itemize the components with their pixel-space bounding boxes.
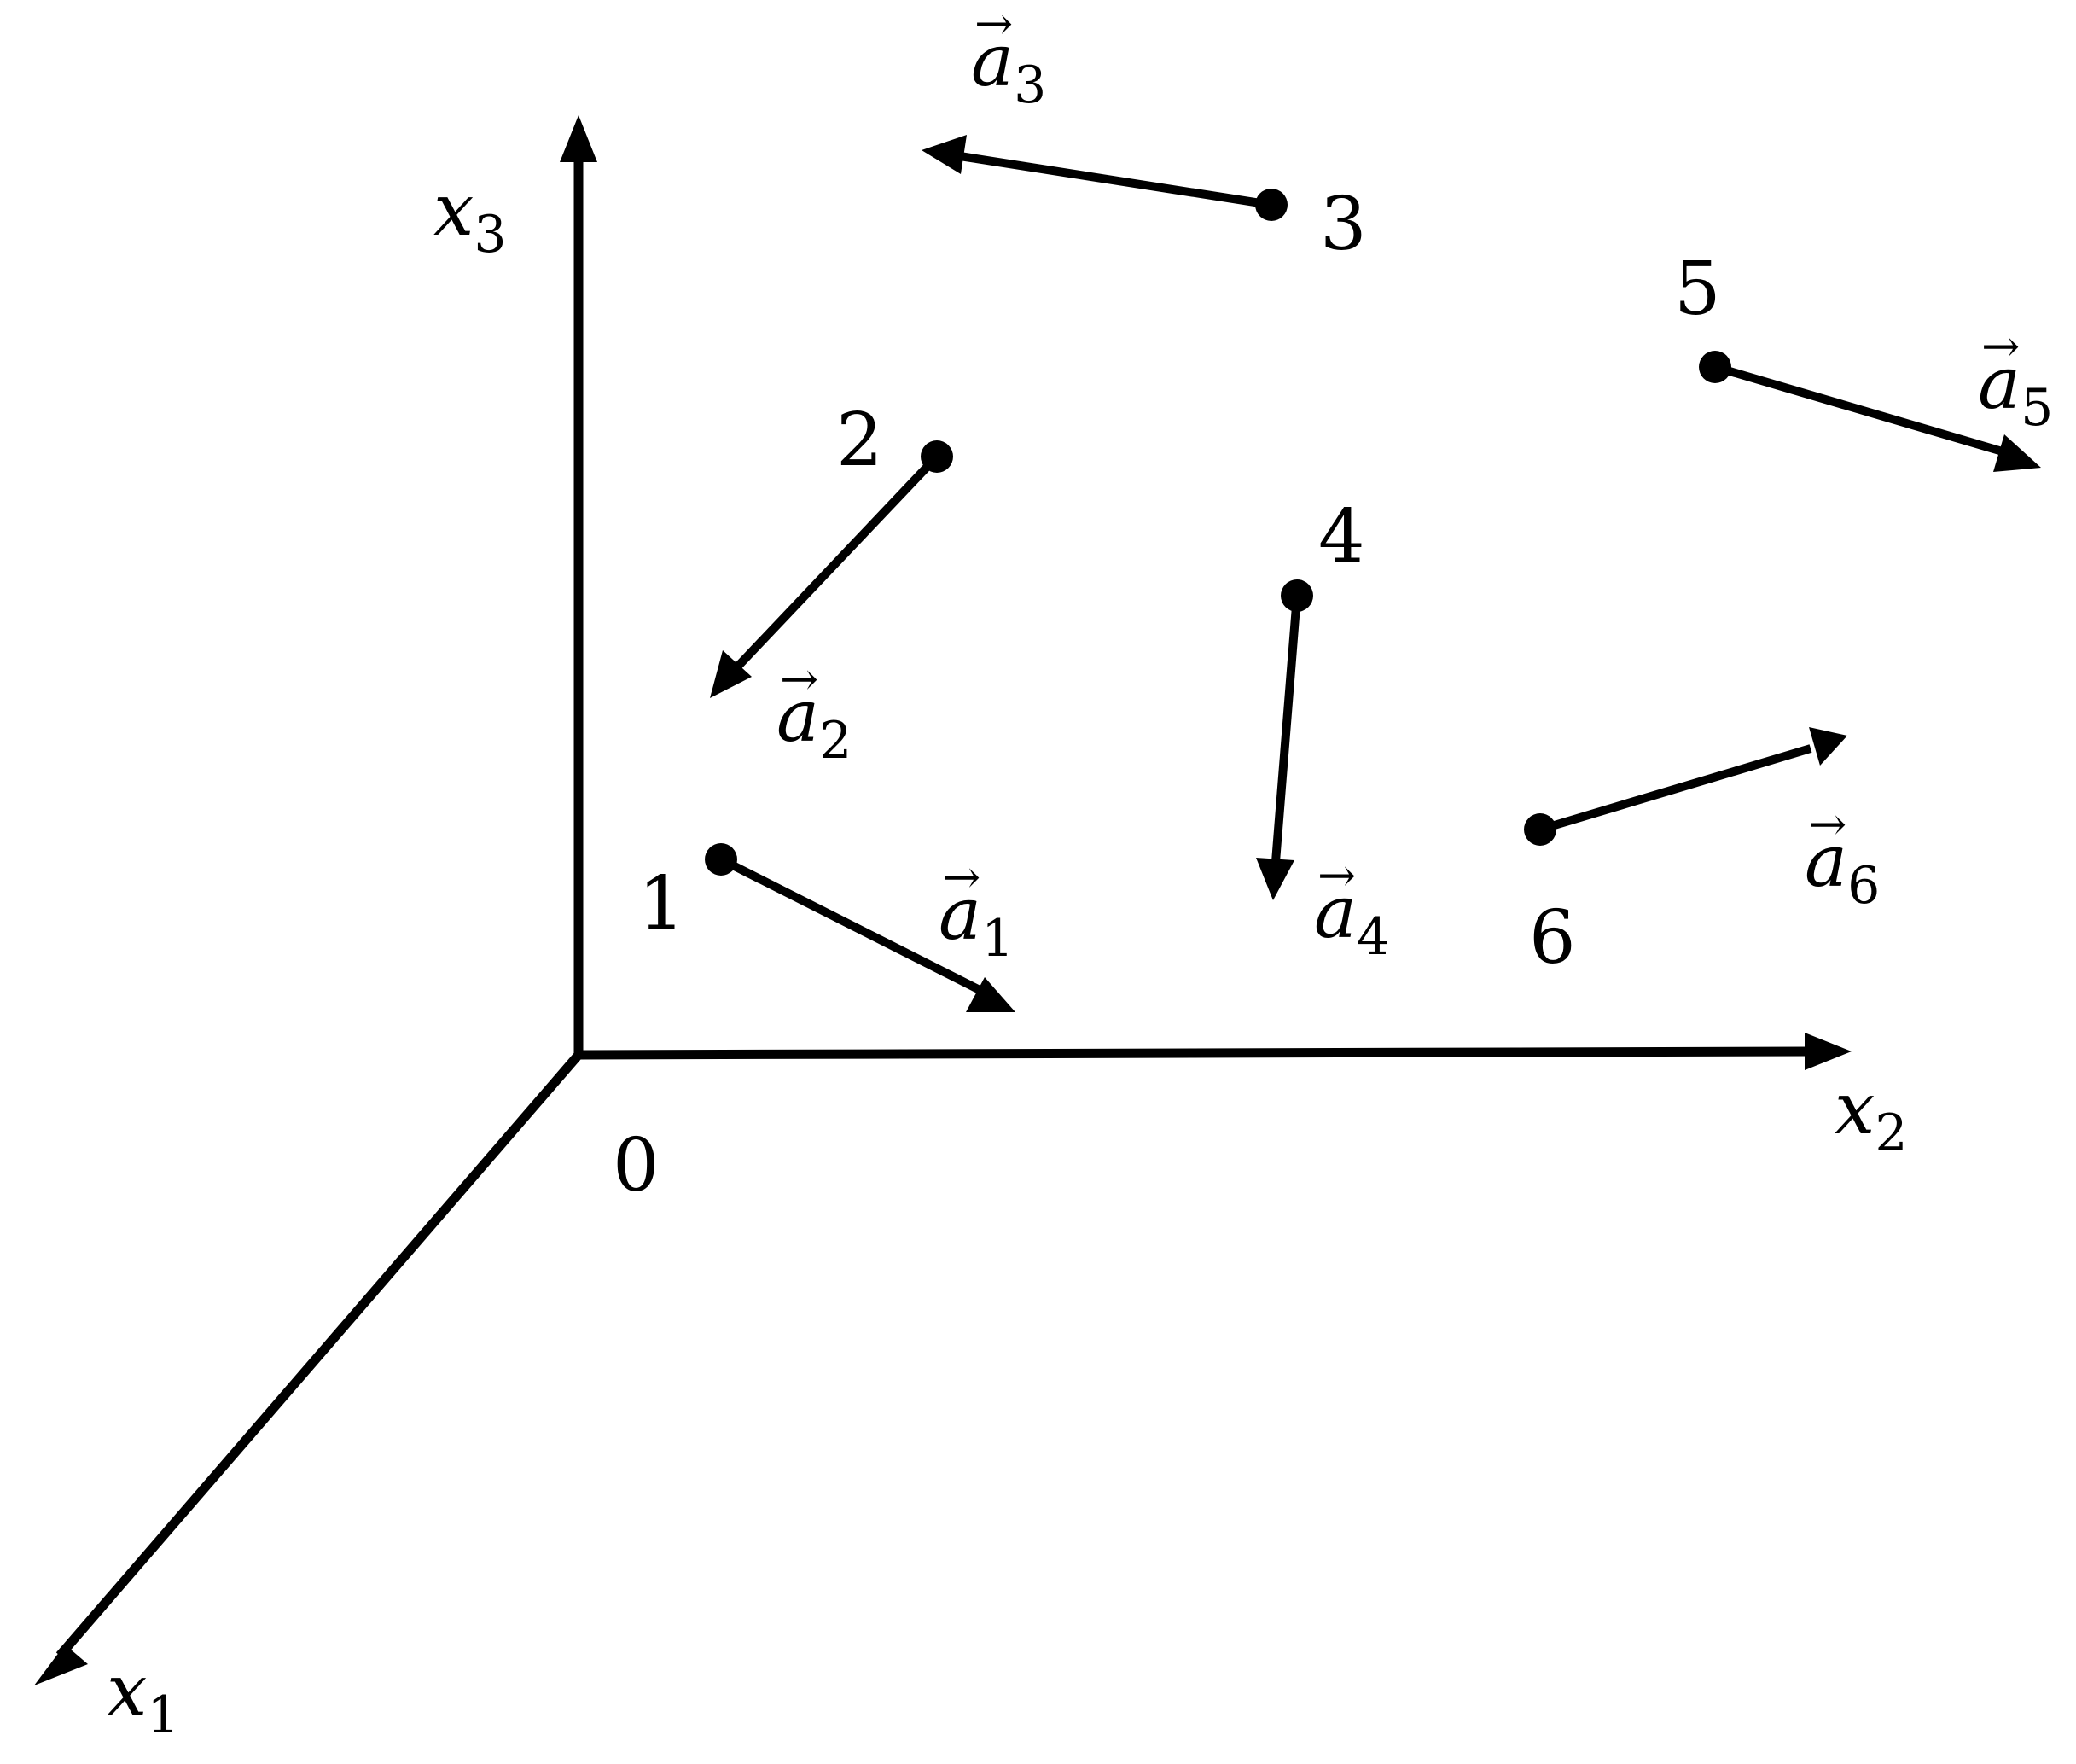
vector-a5-shaft — [1713, 363, 2007, 457]
point-6-label: 6 — [1529, 895, 1576, 981]
vector-a5-label: a5 — [1978, 341, 2053, 438]
point-5-label: 5 — [1674, 247, 1721, 332]
vector-a2-arrow-mark: → — [780, 652, 818, 706]
vector-a1-arrowhead — [966, 977, 1015, 1012]
x1-axis-label: x1 — [107, 1649, 180, 1745]
vector-a6-arrowhead — [1809, 727, 1847, 766]
vector-a2-label: a2 — [776, 674, 852, 771]
point-2-group: 2 a2 → — [710, 398, 953, 771]
vector-a5-arrowhead — [1993, 434, 2041, 472]
vector-a6-shaft — [1538, 744, 1812, 834]
axes — [34, 115, 1852, 1685]
point-5-group: 5 a5 → — [1674, 247, 2053, 472]
vector-a3-shaft — [959, 152, 1272, 209]
vector-a6-arrow-mark: → — [1808, 797, 1846, 851]
vector-a4-label: a4 — [1314, 870, 1389, 967]
vector-a1-arrow-mark: → — [942, 850, 980, 904]
x3-axis-arrowhead — [560, 115, 597, 162]
point-1-group: 1 a1 → — [638, 843, 1015, 1012]
point-3-label: 3 — [1320, 182, 1367, 267]
vector-a4-arrowhead — [1256, 858, 1294, 900]
x1-axis-line — [55, 1051, 583, 1659]
origin-label: 0 — [613, 1123, 660, 1208]
x3-axis-label: x3 — [433, 168, 507, 265]
vector-a3-arrowhead — [922, 135, 967, 174]
vector-a2-arrowhead — [710, 650, 752, 698]
vector-a4-arrow-mark: → — [1317, 848, 1356, 902]
x2-axis-label: x2 — [1835, 1067, 1908, 1163]
x2-axis-line — [578, 1046, 1814, 1060]
vector-a4-shaft — [1271, 595, 1301, 863]
x1-axis-arrowhead — [34, 1645, 88, 1685]
point-6-group: 6 a6 → — [1524, 727, 1880, 981]
point-3-group: 3 a3 → — [922, 0, 1367, 267]
point-4-label: 4 — [1318, 494, 1365, 579]
vector-a1-label: a1 — [939, 872, 1014, 969]
x2-axis-arrowhead — [1805, 1033, 1852, 1070]
point-4-group: 4 a4 → — [1256, 494, 1389, 967]
vector-a6-label: a6 — [1805, 819, 1880, 916]
vector-a1-shaft — [718, 855, 992, 999]
point-1-label: 1 — [638, 861, 685, 946]
vector-a2-shaft — [727, 453, 940, 678]
point-2-label: 2 — [836, 398, 883, 483]
vector-a5-arrow-mark: → — [1981, 319, 2020, 373]
vector-a3-label: a3 — [971, 19, 1046, 115]
vector-a3-arrow-mark: → — [974, 0, 1013, 50]
